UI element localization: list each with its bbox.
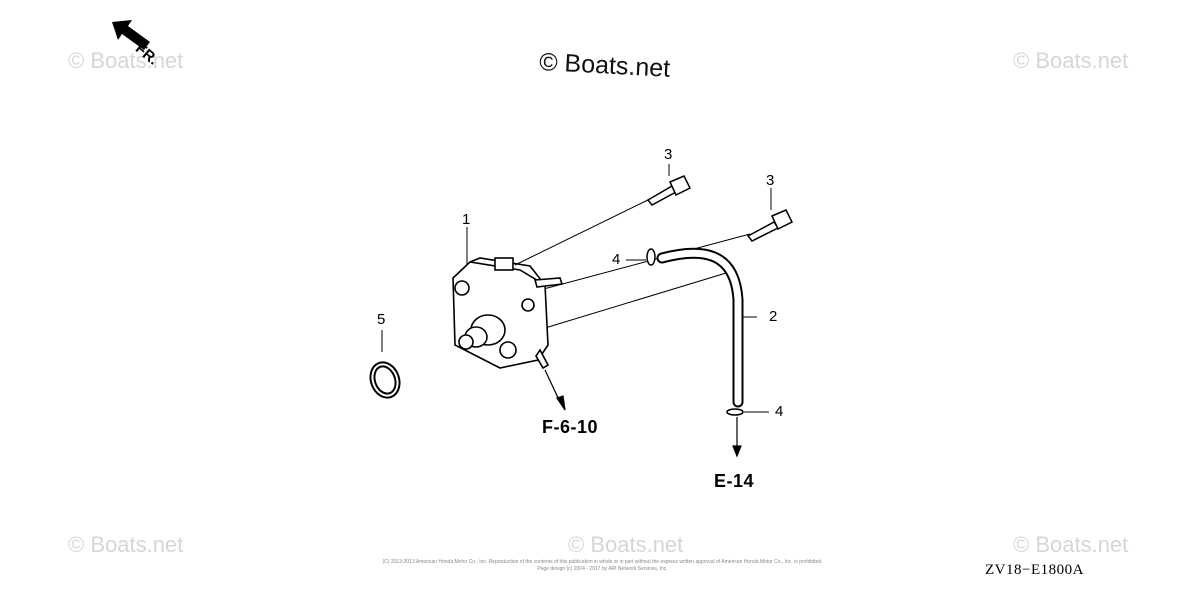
bolt-right (746, 209, 794, 242)
diagram-code: ZV18−E1800A (985, 562, 1084, 578)
legal-fine-print: (C) 2013-2013 American Honda Motor Co., … (335, 559, 870, 573)
callout-part-4-upper[interactable]: 4 (612, 251, 621, 268)
arrow-to-e-14 (732, 417, 742, 458)
reference-e-14[interactable]: E-14 (714, 471, 755, 491)
callout-part-5[interactable]: 5 (377, 311, 386, 328)
leader-lines (381, 164, 772, 413)
watermark-bottom-center: © Boats.net (568, 532, 684, 557)
legal-line-1: (C) 2013-2013 American Honda Motor Co., … (382, 559, 823, 565)
fuel-pump (452, 257, 564, 370)
watermark-top-right: © Boats.net (1013, 48, 1129, 73)
bolt-upper (646, 175, 692, 206)
callout-part-3-right[interactable]: 3 (766, 172, 775, 189)
callout-part-3-upper[interactable]: 3 (664, 146, 673, 163)
arrow-to-f-6-10 (544, 369, 566, 411)
fuel-tube (656, 247, 744, 408)
reference-f-6-10[interactable]: F-6-10 (542, 417, 599, 437)
callout-part-4-lower[interactable]: 4 (775, 403, 784, 420)
tube-clip-upper (646, 248, 656, 266)
watermark-top-left: © Boats.net (68, 48, 184, 73)
o-ring (369, 361, 401, 399)
callout-part-1[interactable]: 1 (462, 211, 471, 228)
front-arrow-icon (112, 20, 150, 50)
watermark-bottom-left: © Boats.net (68, 532, 184, 557)
legal-line-2: Page design (c) 2004 - 2017 by ARI Netwo… (537, 566, 668, 572)
watermark-bottom-right: © Boats.net (1013, 532, 1129, 557)
callout-part-2[interactable]: 2 (769, 308, 778, 325)
tube-clip-lower (726, 408, 744, 416)
